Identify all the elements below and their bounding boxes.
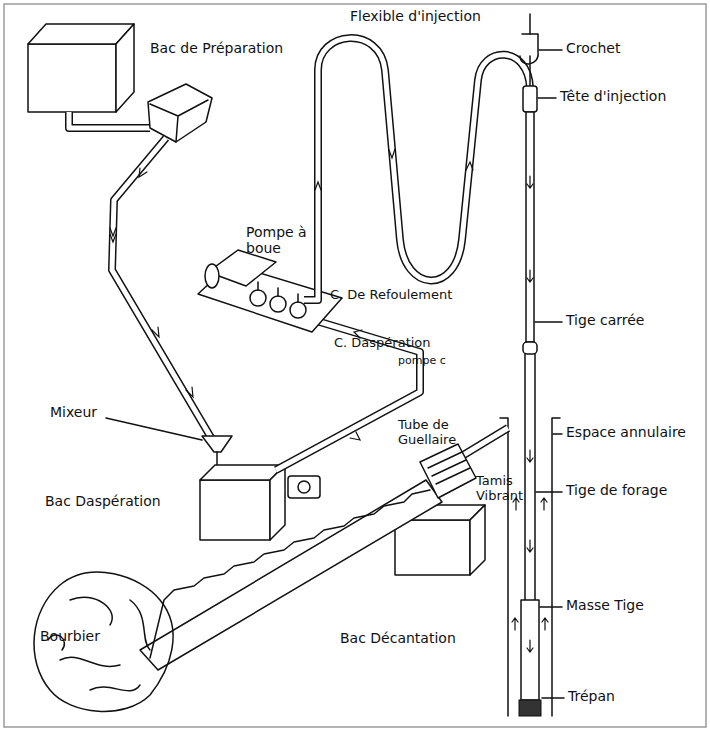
flow-arrow: [389, 149, 395, 158]
part-label: Bac de Préparation: [150, 40, 350, 56]
tank-side: [116, 24, 134, 112]
tank-front: [395, 520, 470, 575]
part-label: Tamis Vibrant: [476, 474, 538, 504]
hook: [520, 34, 538, 88]
swivel: [523, 86, 537, 112]
part-label: C. De Refoulement: [330, 288, 505, 303]
flow-arrow: [466, 162, 473, 170]
pipe: [69, 112, 150, 128]
leader-line: [106, 418, 202, 440]
frame: [4, 4, 706, 727]
drill-bit: [519, 700, 541, 716]
tank-side: [270, 465, 285, 540]
flow-arrow: [527, 540, 533, 552]
pump-stem: [258, 282, 298, 302]
flow-arrow: [527, 640, 533, 652]
pump-valve: [250, 290, 266, 306]
part-label: Tube de Guellaire: [398, 418, 478, 448]
flow-arrow: [527, 270, 533, 282]
flow-arrow: [527, 450, 533, 462]
tank-front: [200, 480, 270, 540]
injection-hose: [304, 38, 530, 300]
flow-arrow: [527, 176, 533, 188]
part-label: Mixeur: [50, 404, 130, 420]
shaker-screen: [428, 452, 470, 484]
part-label: Pompe à boue: [246, 224, 308, 256]
flow-arrow: [315, 182, 321, 190]
mixer-funnel: [202, 436, 232, 452]
shale-shaker: [420, 444, 476, 498]
flow-arrow: [350, 432, 360, 440]
flow-arrow: [152, 327, 159, 337]
part-label: Flexible d'injection: [350, 8, 550, 24]
tank-front: [28, 44, 116, 112]
injection-hose: [304, 38, 530, 300]
motor-wheel: [298, 481, 310, 493]
part-label: C. Daspération: [334, 336, 484, 351]
part-label: Bac Décantation: [340, 630, 510, 646]
part-label: Tête d'injection: [560, 88, 705, 104]
part-label: Trépan: [568, 688, 668, 704]
part-label: Crochet: [566, 40, 686, 56]
pump-end: [205, 264, 219, 288]
pump-valve: [270, 296, 286, 312]
flow-arrow: [512, 618, 548, 630]
flow-arrow: [110, 228, 116, 242]
pipe: [69, 112, 150, 128]
hopper-edge: [150, 100, 208, 142]
kelly-joint: [523, 342, 537, 354]
part-label: pompe c: [398, 355, 478, 368]
part-label: Espace annulaire: [566, 424, 706, 440]
part-label: Tige carrée: [566, 312, 686, 328]
part-label: Masse Tige: [566, 597, 686, 613]
mud-pit: [34, 572, 173, 711]
flow-arrow: [139, 168, 147, 177]
well-casing: [500, 418, 560, 716]
hook-line: [529, 14, 531, 34]
hopper: [148, 84, 212, 142]
kelly: [526, 112, 534, 342]
motor: [288, 476, 320, 498]
part-label: Bourbier: [40, 628, 140, 644]
flow-arrow: [186, 387, 193, 397]
mud-scribble: [48, 597, 150, 690]
tank-side: [470, 505, 485, 575]
drill-collar: [521, 600, 539, 700]
part-label: Bac Daspération: [45, 493, 195, 509]
leader-line: [535, 50, 564, 698]
pump-valve: [290, 302, 306, 318]
drill-pipe: [525, 354, 535, 600]
part-label: Tige de forage: [566, 482, 706, 498]
